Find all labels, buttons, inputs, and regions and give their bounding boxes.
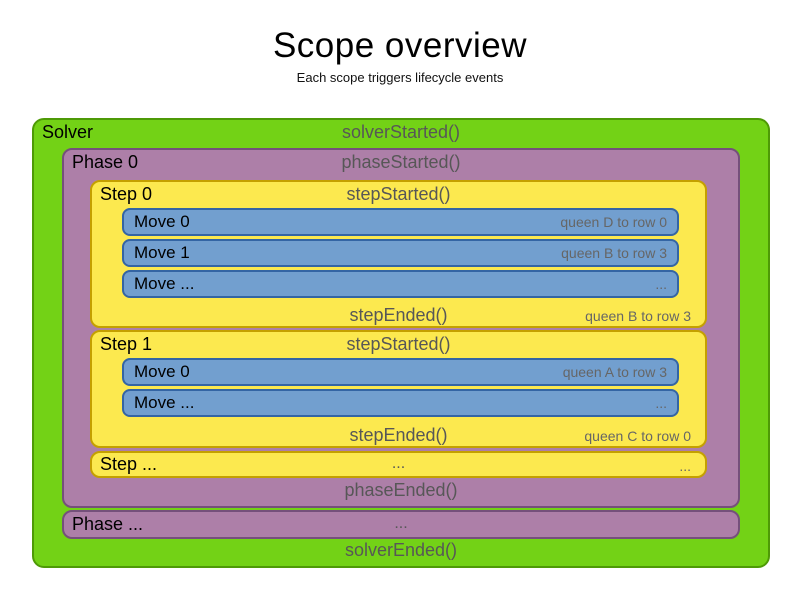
move-detail: ... <box>655 395 667 411</box>
solver-started-event: solverStarted() <box>341 122 461 142</box>
move-label: Move ... <box>134 274 195 293</box>
step-1-ended-row: stepEnded() queen C to row 0 <box>92 425 705 447</box>
step-more-right-ellipsis: ... <box>679 458 691 474</box>
page-subtitle: Each scope triggers lifecycle events <box>296 70 504 85</box>
move-row: Move 0 queen D to row 0 <box>122 208 679 236</box>
page-title: Scope overview <box>272 26 528 65</box>
solver-ended-event: solverEnded() <box>344 540 458 560</box>
step-0-ended-row: stepEnded() queen B to row 3 <box>92 305 705 327</box>
move-detail: queen A to row 3 <box>562 364 667 380</box>
step-more-center-ellipsis: ... <box>391 455 406 472</box>
step-0-box: Step 0 stepStarted() Move 0 queen D to r… <box>90 180 707 328</box>
move-detail: ... <box>655 276 667 292</box>
phase-ended-event: phaseEnded() <box>344 480 458 500</box>
move-row: Move 0 queen A to row 3 <box>122 358 679 386</box>
step-1-ended-detail: queen C to row 0 <box>584 428 691 444</box>
step-1-box: Step 1 stepStarted() Move 0 queen A to r… <box>90 330 707 448</box>
phase-0-box: Phase 0 phaseStarted() Step 0 stepStarte… <box>62 148 740 508</box>
step-1-ended-event: stepEnded() <box>349 425 448 445</box>
step-1-label: Step 1 <box>100 334 153 354</box>
move-label: Move 0 <box>134 362 190 381</box>
move-label: Move 1 <box>134 243 190 262</box>
phase-more-label: Phase ... <box>72 514 144 534</box>
step-0-ended-event: stepEnded() <box>349 305 448 325</box>
move-label: Move ... <box>134 393 195 412</box>
step-0-label: Step 0 <box>100 184 153 204</box>
phase-0-label: Phase 0 <box>72 152 139 172</box>
phase-started-event: phaseStarted() <box>341 152 461 172</box>
phase-more-box: Phase ... ... <box>62 510 740 539</box>
step-0-started-event: stepStarted() <box>346 184 451 204</box>
move-row: Move 1 queen B to row 3 <box>122 239 679 267</box>
step-more-label: Step ... <box>100 454 158 474</box>
step-more-box: Step ... ... ... <box>90 451 707 478</box>
solver-label: Solver <box>42 122 94 142</box>
move-detail: queen D to row 0 <box>560 214 667 230</box>
solver-scope-box: Solver solverStarted() Phase 0 phaseStar… <box>32 118 770 568</box>
move-row: Move ... ... <box>122 389 679 417</box>
move-label: Move 0 <box>134 212 190 231</box>
phase-more-center-ellipsis: ... <box>394 515 408 532</box>
move-row: Move ... ... <box>122 270 679 298</box>
step-0-ended-detail: queen B to row 3 <box>585 308 691 324</box>
move-detail: queen B to row 3 <box>561 245 667 261</box>
step-1-started-event: stepStarted() <box>346 334 451 354</box>
